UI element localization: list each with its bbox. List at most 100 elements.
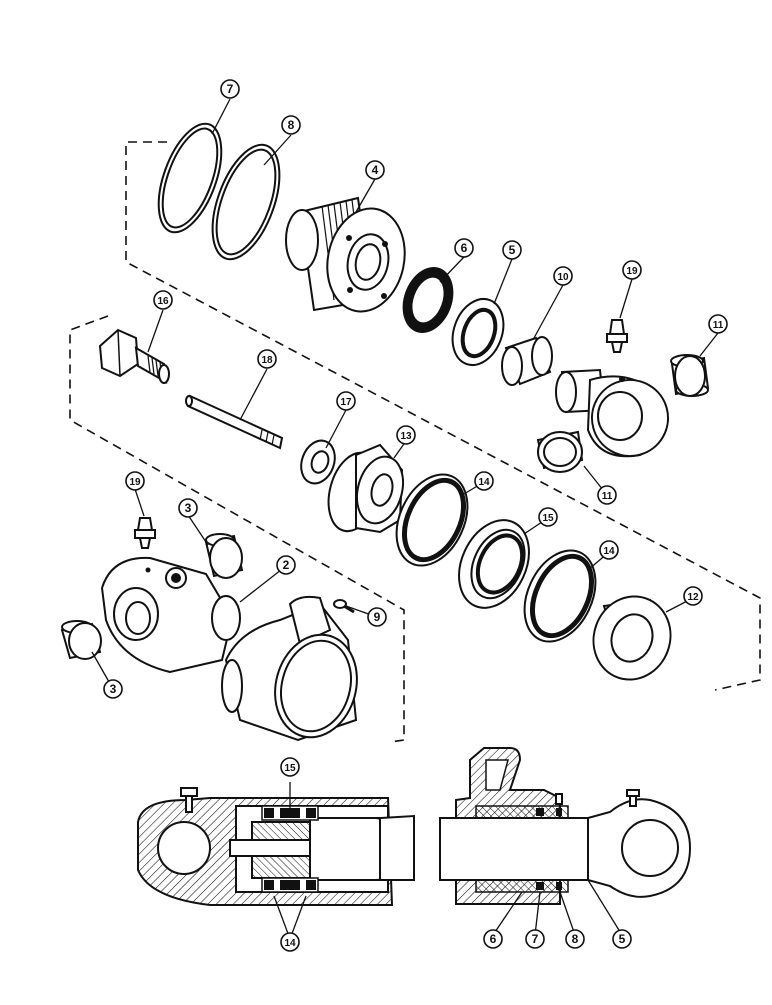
callout-19: 19	[125, 471, 145, 491]
callout-number: 18	[261, 355, 273, 366]
wiper-seal-5	[451, 298, 505, 366]
rod-eye	[555, 368, 669, 458]
callout-number: 4	[372, 163, 379, 177]
bushing-11-lower	[536, 430, 584, 473]
callout-number: 14	[478, 477, 490, 488]
callout-8: 8	[281, 115, 301, 135]
callout-circle	[565, 929, 585, 949]
callout-circle	[178, 498, 198, 518]
grease-fitting-19-upper	[606, 319, 628, 353]
callout-number: 6	[490, 932, 497, 946]
callout-number: 8	[572, 932, 579, 946]
callout-3: 3	[178, 498, 198, 518]
callout-number: 11	[602, 491, 613, 502]
gland-4	[285, 196, 406, 313]
callout-14: 14	[280, 932, 300, 952]
dashed-guide-lines	[69, 141, 761, 743]
callout-circle	[454, 238, 474, 258]
callout-circle	[597, 485, 617, 505]
callout-number: 3	[185, 501, 192, 515]
callout-circle	[153, 290, 173, 310]
bushing-3-upper	[204, 533, 244, 579]
grease-fitting-19-lower	[134, 517, 156, 549]
callout-number: 7	[227, 82, 234, 96]
callout-circle	[538, 507, 558, 527]
callout-number: 6	[461, 241, 468, 255]
piston-13	[327, 443, 405, 534]
callout-9: 9	[367, 607, 387, 627]
callout-circle	[708, 314, 728, 334]
callout-circle	[612, 929, 632, 949]
callout-12: 12	[683, 586, 703, 606]
callout-number: 2	[283, 558, 290, 572]
o-ring-7	[157, 122, 223, 234]
callout-circle	[474, 471, 494, 491]
callout-11: 11	[597, 485, 617, 505]
callout-circle	[622, 260, 642, 280]
callout-number: 3	[110, 682, 117, 696]
callout-number: 12	[687, 592, 699, 603]
callout-number: 10	[557, 272, 569, 283]
callout-number: 11	[713, 320, 724, 331]
callout-number: 17	[340, 397, 352, 408]
callout-circle	[367, 607, 387, 627]
callout-circle	[336, 391, 356, 411]
callout-16: 16	[153, 290, 173, 310]
callout-number: 16	[157, 296, 169, 307]
callout-number: 15	[542, 513, 554, 524]
callout-number: 5	[509, 243, 516, 257]
bolt-16	[98, 328, 170, 384]
callout-circle	[553, 266, 573, 286]
bushing-11-right	[670, 354, 710, 397]
callout-17: 17	[336, 391, 356, 411]
callout-15: 15	[280, 757, 300, 777]
callout-number: 13	[400, 431, 412, 442]
section-view-rod-end	[439, 747, 692, 905]
callout-10: 10	[553, 266, 573, 286]
callout-number: 14	[284, 938, 296, 949]
callout-labels: 7 8 4 6 5 10 19 11 16 18 17 13 11 19 3 2 14 15 14 9 12 3 15 14 6…	[103, 79, 728, 952]
callout-number: 5	[619, 932, 626, 946]
callout-number: 19	[129, 477, 141, 488]
piston-seal-14-lower	[523, 549, 597, 643]
callout-19: 19	[622, 260, 642, 280]
callout-number: 7	[532, 932, 539, 946]
callout-18: 18	[257, 349, 277, 369]
callout-circle	[396, 425, 416, 445]
callout-circle	[220, 79, 240, 99]
callout-circle	[125, 471, 145, 491]
callout-4: 4	[365, 160, 385, 180]
callout-number: 15	[284, 763, 296, 774]
callout-14: 14	[599, 540, 619, 560]
callout-circle	[483, 929, 503, 949]
seal-6	[402, 267, 454, 333]
callout-circle	[281, 115, 301, 135]
callout-circle	[280, 932, 300, 952]
callout-circle	[103, 679, 123, 699]
screw-9	[333, 599, 355, 614]
tie-rod-18	[185, 394, 284, 450]
bushing-3-lower	[60, 620, 102, 660]
callout-5: 5	[502, 240, 522, 260]
callout-15: 15	[538, 507, 558, 527]
backup-ring-8	[211, 143, 281, 261]
washer-17	[300, 439, 336, 485]
callout-number: 14	[603, 546, 615, 557]
piston-seal-14-upper	[395, 473, 469, 567]
clevis-2	[100, 556, 241, 674]
callout-13: 13	[396, 425, 416, 445]
callout-6: 6	[454, 238, 474, 258]
bushing-10	[501, 336, 553, 386]
callout-5: 5	[612, 929, 632, 949]
callout-circle	[525, 929, 545, 949]
callout-7: 7	[525, 929, 545, 949]
callout-circle	[599, 540, 619, 560]
callout-2: 2	[276, 555, 296, 575]
callout-circle	[502, 240, 522, 260]
callout-number: 8	[288, 118, 295, 132]
ring-12	[592, 595, 672, 681]
callout-11: 11	[708, 314, 728, 334]
wear-ring-15	[458, 519, 530, 609]
callout-circle	[280, 757, 300, 777]
